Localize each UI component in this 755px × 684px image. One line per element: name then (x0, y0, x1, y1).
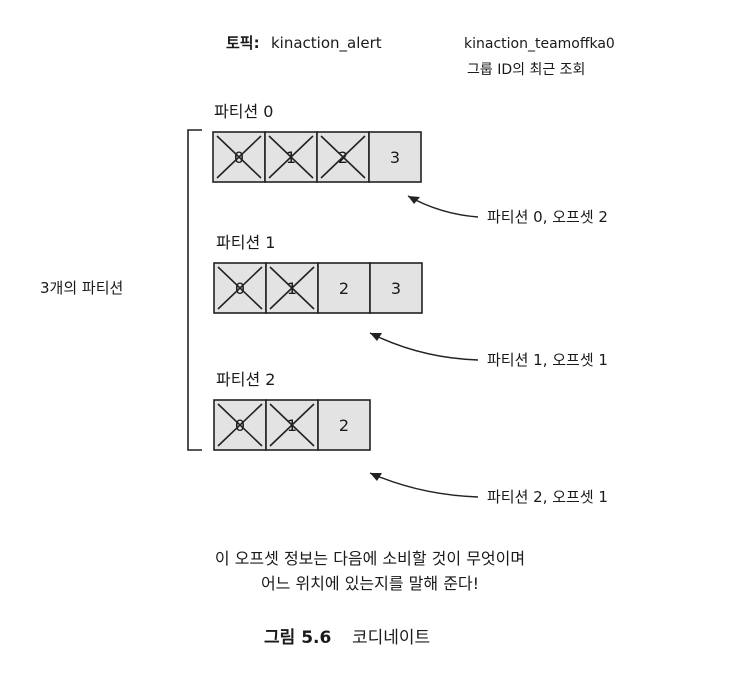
partition-1-cell-0: 0 (213, 262, 267, 314)
partition-1-cell-3: 3 (369, 262, 423, 314)
cell-value: 2 (339, 279, 349, 298)
topic-name: kinaction_alert (271, 34, 382, 53)
partition-2-cell-2: 2 (317, 399, 371, 451)
partition-0-cell-2: 2 (316, 131, 370, 183)
partition-2-cells: 01 2 (213, 399, 371, 451)
group-lookup: 그룹 ID의 최근 조회 (467, 62, 585, 78)
offset-arrow-1 (369, 332, 479, 361)
bracket-label: 3개의 파티션 (40, 279, 123, 297)
cell-value: 2 (339, 416, 349, 435)
cell-box (317, 399, 371, 451)
partition-0-cell-3: 3 (368, 131, 422, 183)
cell-box (369, 262, 423, 314)
figure-number: 그림 5.6 (264, 628, 331, 648)
offset-arrow-0 (407, 195, 479, 218)
partition-1-label: 파티션 1 (216, 233, 275, 252)
partition-0-cells: 012 3 (212, 131, 422, 183)
offset-arrowhead-2 (370, 473, 382, 481)
partition-1-callout: 파티션 1, 오프셋 1 (487, 351, 608, 369)
partition-2-cell-1: 1 (265, 399, 319, 451)
partitions-bracket (187, 129, 202, 451)
consumed-cross-1 (217, 403, 263, 447)
consumed-cross-1 (217, 266, 263, 310)
partition-0-cell-0: 0 (212, 131, 266, 183)
consumed-cross-1 (320, 135, 366, 179)
partition-1-cell-2: 2 (317, 262, 371, 314)
partition-2-cell-0: 0 (213, 399, 267, 451)
cell-box (317, 262, 371, 314)
group-id: kinaction_teamoffka0 (464, 36, 615, 52)
consumed-cross-1 (269, 403, 315, 447)
partition-0-label: 파티션 0 (214, 102, 273, 121)
partition-0-cell-1: 1 (264, 131, 318, 183)
partition-2-callout: 파티션 2, 오프셋 1 (487, 488, 608, 506)
consumed-cross-1 (268, 135, 314, 179)
consumed-cross-1 (216, 135, 262, 179)
offset-arrowhead-1 (370, 333, 382, 341)
partition-1-cells: 01 2 3 (213, 262, 423, 314)
offset-arrow-2 (369, 472, 479, 498)
partition-0-callout: 파티션 0, 오프셋 2 (487, 208, 608, 226)
cell-value: 3 (390, 148, 400, 167)
partition-1-cell-1: 1 (265, 262, 319, 314)
cell-box (368, 131, 422, 183)
caption-line-2: 어느 위치에 있는지를 말해 준다! (261, 574, 479, 593)
offset-arrowhead-0 (408, 196, 420, 204)
topic-label: 토픽: (226, 34, 260, 52)
figure-title: 코디네이트 (352, 628, 430, 648)
partition-2-label: 파티션 2 (216, 370, 275, 389)
consumed-cross-1 (269, 266, 315, 310)
cell-value: 3 (391, 279, 401, 298)
caption-line-1: 이 오프셋 정보는 다음에 소비할 것이 무엇이며 (215, 549, 525, 568)
